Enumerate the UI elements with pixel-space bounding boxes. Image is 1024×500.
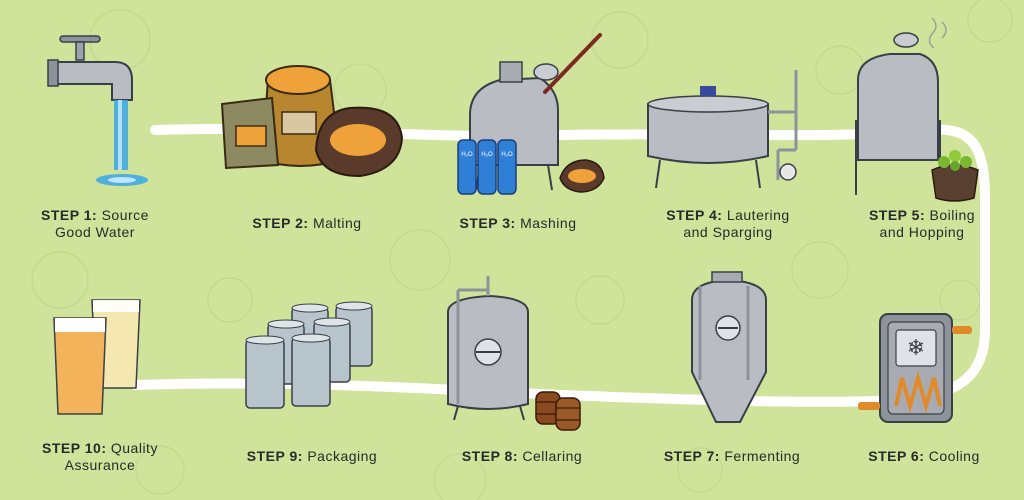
step-8-label: STEP 8: Cellaring [461,448,583,464]
faucet-icon [47,35,148,186]
step-3-label: STEP 3: Mashing [459,215,577,231]
lauter-tun-icon [647,70,798,189]
bottle-label: H₂O [501,152,513,158]
step-6-label: STEP 6: Cooling [868,448,980,464]
step-2-label: STEP 2: Malting [252,215,362,231]
grain-sacks-icon [220,65,404,178]
beer-glasses-icon [53,299,141,415]
bright-tank-icon [447,276,581,431]
bottle-label: H₂O [461,152,473,158]
cans-icon [245,301,373,409]
snowflake-icon: ❄ [907,336,925,361]
heat-exchanger-icon: ❄ [858,313,972,423]
water-bottles-icon: H₂O H₂O H₂O [457,139,517,195]
bottle-label: H₂O [481,152,493,158]
fermenter-icon [691,271,767,423]
mash-tun-icon: H₂O H₂O H₂O [457,33,605,195]
step-7-label: STEP 7: Fermenting [663,448,801,464]
step-9-label: STEP 9: Packaging [246,448,378,464]
boil-kettle-icon [855,17,979,202]
barrels-icon [535,391,581,431]
